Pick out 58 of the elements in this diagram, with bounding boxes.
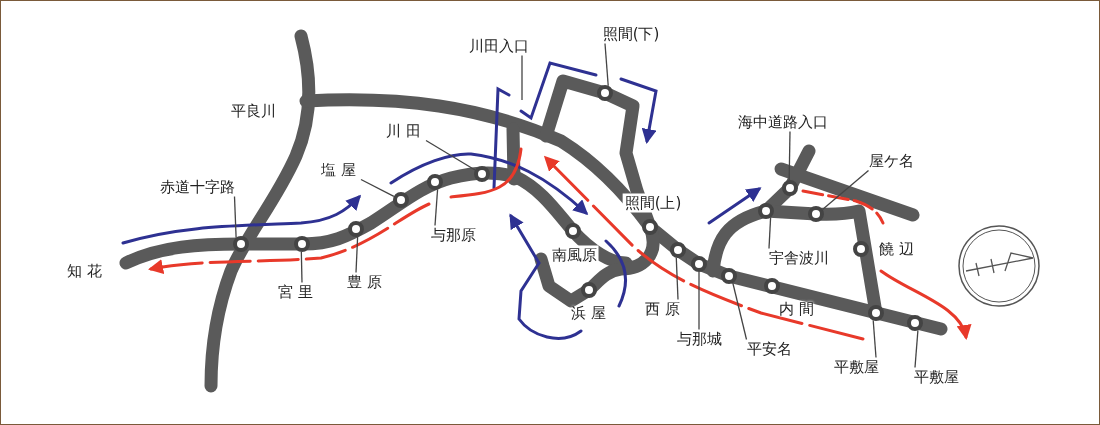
leader-line: [604, 42, 609, 87]
stop-name: 豊原: [347, 272, 387, 292]
stop-name: 平敷屋: [833, 357, 879, 377]
bus-stop-marker: [348, 221, 364, 237]
leader-line: [821, 169, 870, 211]
leader-line: [732, 282, 748, 341]
leader-line: [768, 216, 772, 250]
leader-line: [914, 329, 919, 369]
leader-line: [698, 271, 700, 331]
bus-stop-marker: [642, 219, 658, 235]
leader-line: [521, 54, 523, 101]
stop-name: 塩屋: [321, 160, 361, 180]
place-name: 知花: [67, 261, 107, 281]
stop-name: 浜屋: [571, 303, 611, 323]
bus-stop-marker: [758, 203, 774, 219]
bus-stop-marker: [427, 174, 443, 190]
stop-name: 川田: [386, 121, 426, 141]
stop-name: 饒辺: [879, 239, 919, 259]
bus-stop-marker: [393, 192, 409, 208]
bus-stop-marker: [670, 242, 686, 258]
bus-stop-marker: [691, 256, 707, 272]
leader-line: [300, 251, 303, 284]
leader-line: [872, 319, 877, 359]
stop-name: 内間: [779, 299, 819, 319]
leader-line: [425, 139, 476, 171]
stop-name: 赤道十字路: [159, 177, 235, 197]
stop-name: 屋ケ名: [868, 151, 914, 171]
stop-name: 照間(下): [602, 24, 660, 44]
bus-stop-marker: [907, 315, 923, 331]
leader-line: [355, 236, 359, 274]
bus-stop-marker: [565, 223, 581, 239]
bus-stop-marker: [597, 85, 613, 101]
bus-stop-marker: [868, 305, 884, 321]
stop-name: 海中道路入口: [738, 112, 828, 132]
stop-name: 宇舎波川: [769, 248, 829, 268]
leader-line: [675, 257, 679, 301]
stop-name: 南風原: [549, 245, 599, 265]
stop-name: 川田入口: [469, 36, 529, 56]
stop-name: 平敷屋: [913, 367, 959, 387]
bus-stop-marker: [808, 206, 824, 222]
stop-name: 照間(上): [622, 193, 684, 213]
bus-stop-marker: [581, 282, 597, 298]
road-name: 平良川: [230, 101, 276, 121]
bus-stop-marker: [782, 180, 798, 196]
stop-name: 西原: [645, 299, 685, 319]
leader-line: [434, 188, 439, 227]
stop-name: 平安名: [746, 339, 792, 359]
bus-stop-marker: [294, 236, 310, 252]
leader-line: [233, 195, 237, 239]
leader-line: [360, 178, 395, 198]
bus-stop-marker: [474, 166, 490, 182]
leader-line: [788, 130, 791, 181]
bus-stop-marker: [853, 241, 869, 257]
bus-stop-marker: [764, 278, 780, 294]
stop-name: 与那城: [676, 329, 722, 349]
stop-name: 与那原: [430, 225, 476, 245]
stop-name: 宮里: [278, 282, 318, 302]
bus-stop-marker: [721, 268, 737, 284]
